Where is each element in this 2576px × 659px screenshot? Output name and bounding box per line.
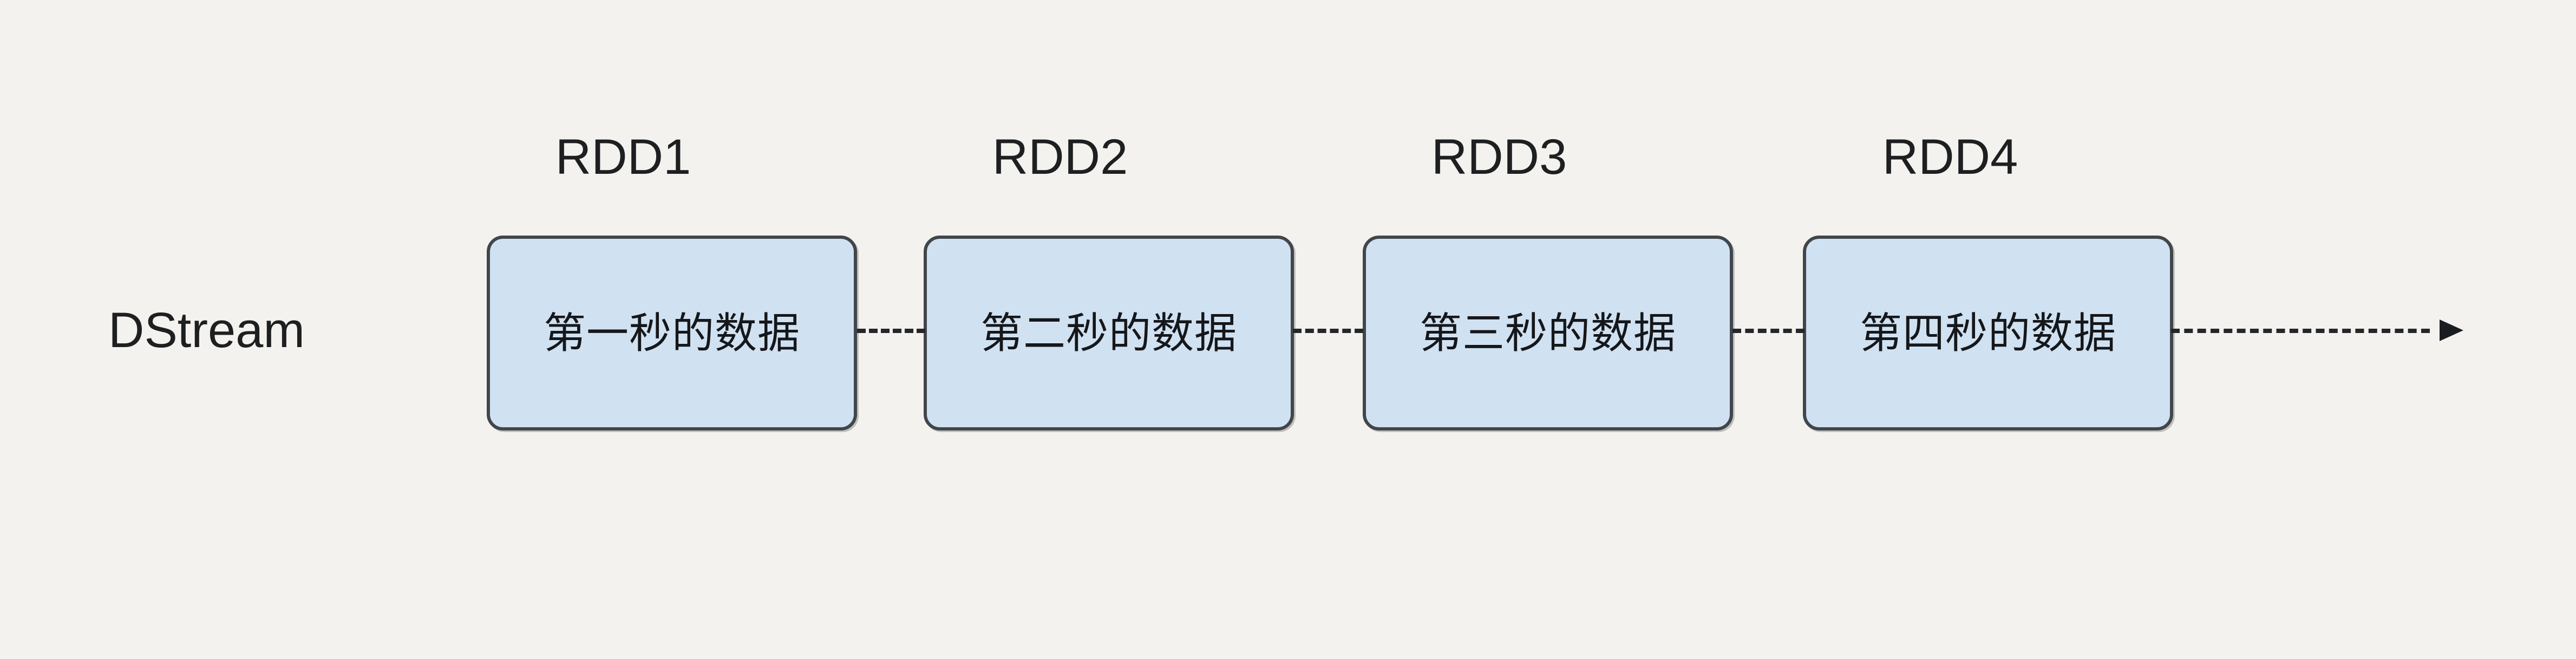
rdd-box-label-1: 第一秒的数据 xyxy=(543,309,800,357)
connector-rdd2-rdd3 xyxy=(1293,327,1363,334)
connector-rdd1-rdd2 xyxy=(857,327,925,334)
rdd-box-2: 第二秒的数据 xyxy=(924,236,1294,430)
rdd-box-label-4: 第四秒的数据 xyxy=(1859,309,2116,357)
rdd-caption-4: RDD4 xyxy=(1882,129,2018,185)
dashed-line-icon xyxy=(857,329,925,333)
connector-rdd3-rdd4 xyxy=(1732,327,1804,334)
dstream-label: DStream xyxy=(108,303,305,358)
rdd-box-1: 第一秒的数据 xyxy=(487,236,857,430)
dashed-line-icon xyxy=(2171,329,2430,333)
rdd-group-3: RDD3 第三秒的数据 xyxy=(1363,0,1733,659)
rdd-caption-1: RDD1 xyxy=(555,129,691,185)
rdd-box-label-3: 第三秒的数据 xyxy=(1419,309,1676,357)
rdd-caption-3: RDD3 xyxy=(1431,129,1567,185)
arrow-head-icon xyxy=(2440,319,2463,341)
rdd-box-3: 第三秒的数据 xyxy=(1363,236,1733,430)
dashed-line-icon xyxy=(1293,329,1363,333)
dashed-line-icon xyxy=(1732,329,1804,333)
rdd-group-4: RDD4 第四秒的数据 xyxy=(1803,0,2173,659)
rdd-caption-2: RDD2 xyxy=(992,129,1128,185)
rdd-group-2: RDD2 第二秒的数据 xyxy=(924,0,1294,659)
rdd-box-4: 第四秒的数据 xyxy=(1803,236,2173,430)
trailing-arrow xyxy=(2171,319,2463,341)
rdd-group-1: RDD1 第一秒的数据 xyxy=(487,0,857,659)
rdd-box-label-2: 第二秒的数据 xyxy=(980,309,1237,357)
